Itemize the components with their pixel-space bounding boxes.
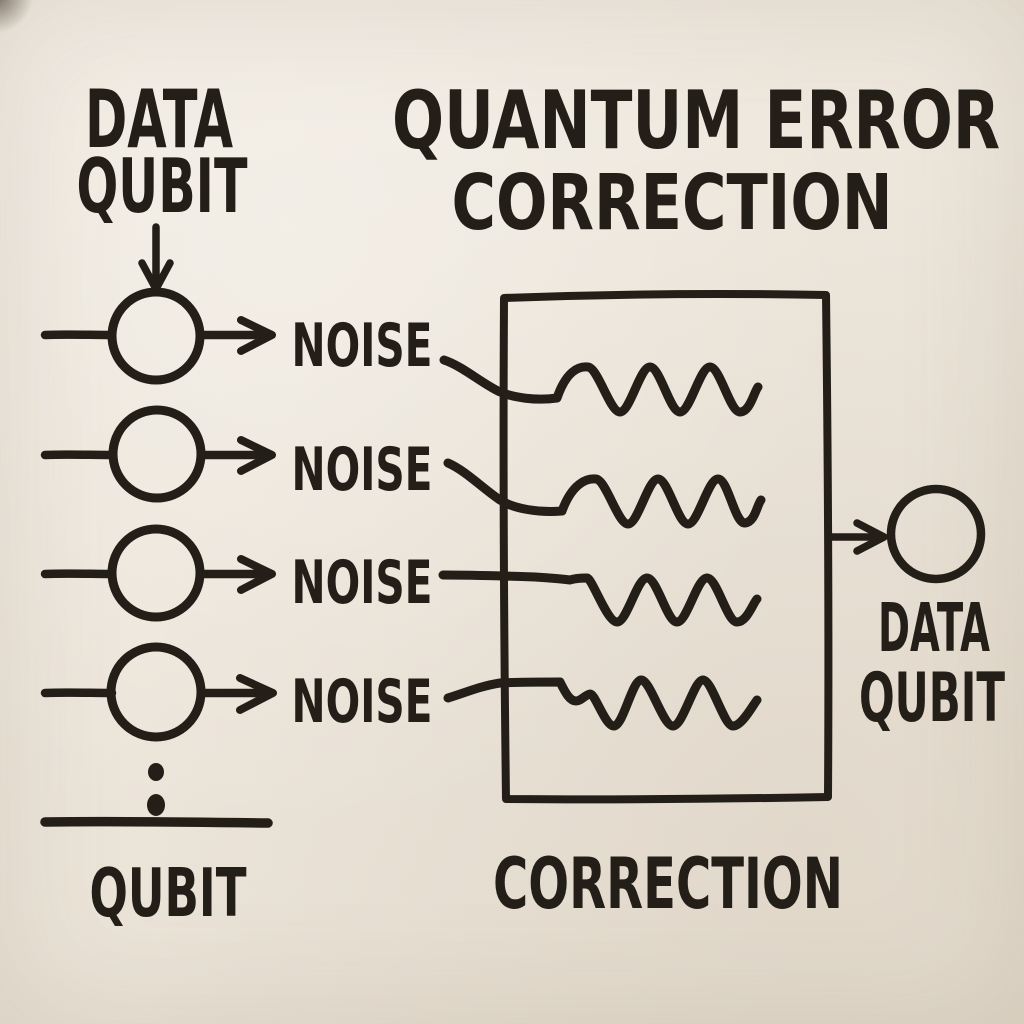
arrow-right-icon xyxy=(237,316,276,355)
qubit-row-1 xyxy=(40,287,276,385)
title-line1: QUANTUM ERROR xyxy=(392,74,1000,167)
noise-wave-4 xyxy=(443,675,762,731)
noise-label-4: NOISE xyxy=(292,667,433,737)
noise-label-2: NOISE xyxy=(292,435,433,505)
noise-wave-3 xyxy=(438,570,762,627)
arrow-right-icon xyxy=(236,674,277,714)
noise-label-3: NOISE xyxy=(292,548,433,618)
arrow-right-icon xyxy=(237,436,276,475)
output-arrow-right-icon xyxy=(827,519,888,555)
noise-label-1: NOISE xyxy=(292,311,433,381)
qubit-row-2 xyxy=(40,405,276,503)
qubit-circle xyxy=(108,405,206,503)
qubit-circle xyxy=(107,287,205,385)
qubit-row-4 xyxy=(40,642,277,742)
output-qubit-circle xyxy=(886,484,986,584)
qubit-circle xyxy=(107,524,205,622)
noise-wave-1 xyxy=(439,355,763,417)
qubit-row-3 xyxy=(40,524,276,622)
correction-box xyxy=(499,290,833,804)
correction-box-label: CORRECTION xyxy=(493,843,843,925)
bottom-qubit-label: QUBIT xyxy=(90,854,247,932)
input-qubit-label-line1: DATA xyxy=(85,73,233,166)
bottom-qubit-line xyxy=(40,816,273,828)
output-qubit-label-line2: QUBIT xyxy=(859,659,1005,738)
qubit-circle xyxy=(106,642,206,742)
arrow-right-icon xyxy=(237,555,276,594)
input-arrow-down-icon xyxy=(138,223,174,293)
ellipsis-dots xyxy=(147,763,165,816)
output-qubit-label-line1: DATA xyxy=(878,589,990,667)
title-line2: CORRECTION xyxy=(452,159,893,248)
noise-wave-2 xyxy=(443,458,766,529)
input-qubit-label-line2: QUBIT xyxy=(77,142,248,230)
